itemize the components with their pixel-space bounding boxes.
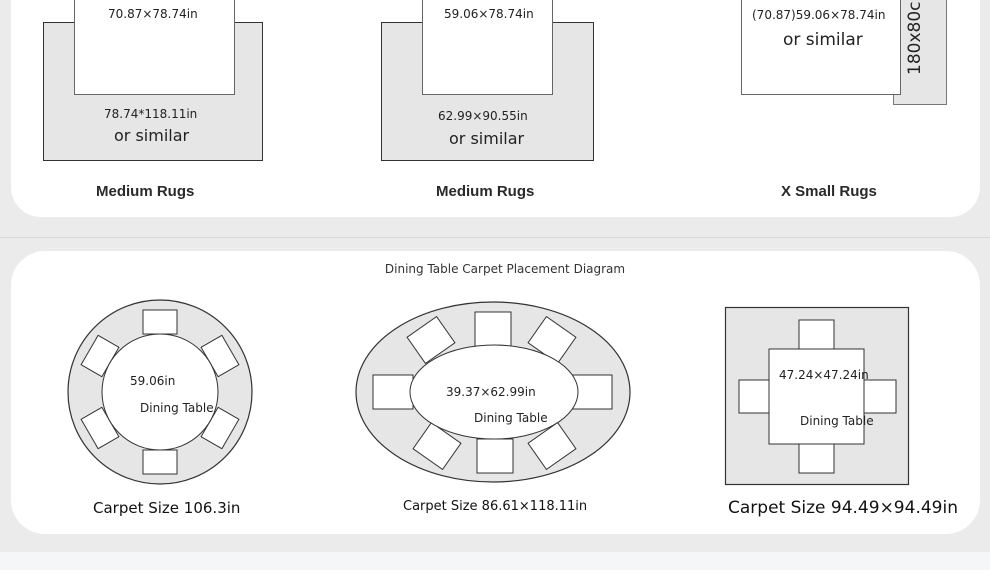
chair <box>142 309 178 335</box>
chair <box>527 315 577 365</box>
chair <box>372 374 414 410</box>
carpet-size-caption: Carpet Size 94.49×94.49in <box>728 498 958 518</box>
chair <box>406 315 456 365</box>
carpet-size-caption: Carpet Size 86.61×118.11in <box>403 499 588 514</box>
chair <box>798 442 835 474</box>
table-outline-3 <box>741 0 901 95</box>
chair <box>412 421 462 471</box>
diagram-title: Dining Table Carpet Placement Diagram <box>384 262 626 276</box>
or-similar-label: or similar <box>114 126 190 145</box>
chair <box>798 319 835 351</box>
table-size-label: 39.37×62.99in <box>446 385 536 399</box>
chair <box>863 379 897 414</box>
round-table <box>101 333 219 451</box>
oval-table <box>409 344 579 440</box>
rug-caption: X Small Rugs <box>781 183 877 200</box>
square-table-diagram <box>724 306 910 486</box>
rug-caption: Medium Rugs <box>436 183 535 200</box>
section-divider <box>0 237 990 238</box>
chair <box>474 311 512 347</box>
rug-small-runner <box>893 0 947 105</box>
chair <box>738 379 772 414</box>
square-table <box>768 348 865 445</box>
table-size-label: (70.87)59.06×78.74in <box>752 8 886 22</box>
rug-size-label: 62.99×90.55in <box>438 109 528 123</box>
or-similar-label: or similar <box>783 30 863 50</box>
dining-table-label: Dining Table <box>140 401 214 415</box>
oval-table-diagram <box>355 301 631 483</box>
runner-size-label: 180x80cm <box>905 0 925 75</box>
table-outline-2 <box>422 0 553 95</box>
page-footer-strip <box>0 552 990 570</box>
table-size-label: 70.87×78.74in <box>108 7 198 21</box>
chair <box>527 421 577 471</box>
chair <box>571 374 613 410</box>
table-size-label: 59.06in <box>130 374 176 388</box>
dining-table-label: Dining Table <box>474 411 548 425</box>
carpet-size-caption: Carpet Size 106.3in <box>93 499 241 517</box>
dining-table-label: Dining Table <box>800 414 874 428</box>
chair <box>476 438 514 474</box>
round-table-diagram <box>67 299 253 485</box>
table-size-label: 47.24×47.24in <box>779 368 869 382</box>
or-similar-label: or similar <box>449 129 525 148</box>
rug-caption: Medium Rugs <box>96 183 195 200</box>
chair <box>142 449 178 475</box>
table-outline-1 <box>74 0 235 95</box>
rug-size-label: 78.74*118.11in <box>104 107 198 121</box>
table-size-label: 59.06×78.74in <box>444 7 534 21</box>
